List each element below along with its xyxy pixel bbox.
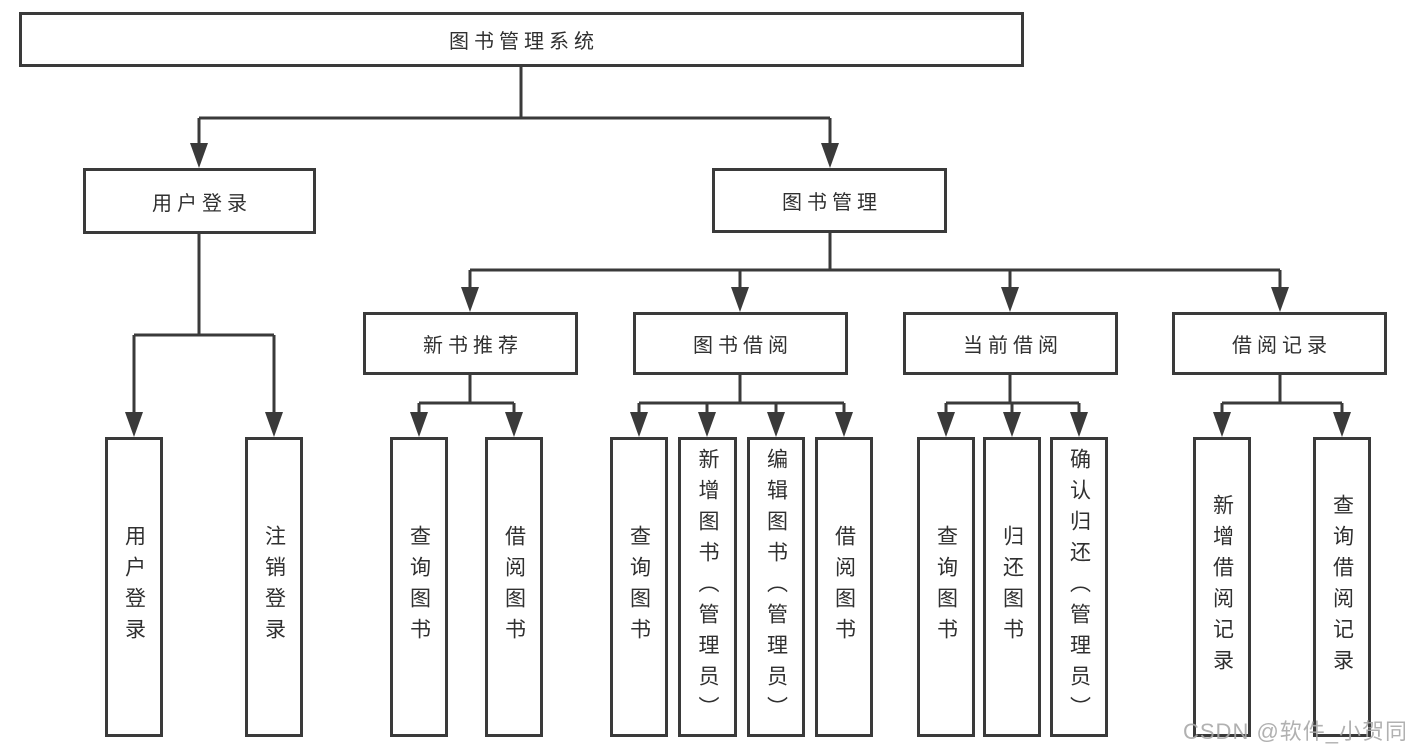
leaf-query-borrow-record: 查询借阅记录 xyxy=(1313,437,1371,737)
watermark: CSDN @软件_小贺同学 xyxy=(1183,719,1405,744)
leaf-add-books-admin: 新增图书（管理员） xyxy=(678,437,737,737)
node-book-management: 图书管理 xyxy=(712,168,947,233)
leaf-query-books-recommend: 查询图书 xyxy=(390,437,448,737)
leaf-query-books-current: 查询图书 xyxy=(917,437,975,737)
leaf-user-login: 用户登录 xyxy=(105,437,163,737)
node-current-borrowing: 当前借阅 xyxy=(903,312,1118,375)
leaf-logout-login: 注销登录 xyxy=(245,437,303,737)
leaf-add-borrow-record: 新增借阅记录 xyxy=(1193,437,1251,737)
node-new-book-recommendation: 新书推荐 xyxy=(363,312,578,375)
leaf-borrow-books-recommend: 借阅图书 xyxy=(485,437,543,737)
node-library-management-system: 图书管理系统 xyxy=(19,12,1024,67)
node-user-login: 用户登录 xyxy=(83,168,316,234)
node-book-borrowing: 图书借阅 xyxy=(633,312,848,375)
node-borrow-records: 借阅记录 xyxy=(1172,312,1387,375)
leaf-borrow-books-borrow: 借阅图书 xyxy=(815,437,873,737)
leaf-confirm-return-admin: 确认归还（管理员） xyxy=(1050,437,1108,737)
leaf-edit-books-admin: 编辑图书（管理员） xyxy=(747,437,805,737)
leaf-return-books: 归还图书 xyxy=(983,437,1041,737)
leaf-query-books-borrow: 查询图书 xyxy=(610,437,668,737)
